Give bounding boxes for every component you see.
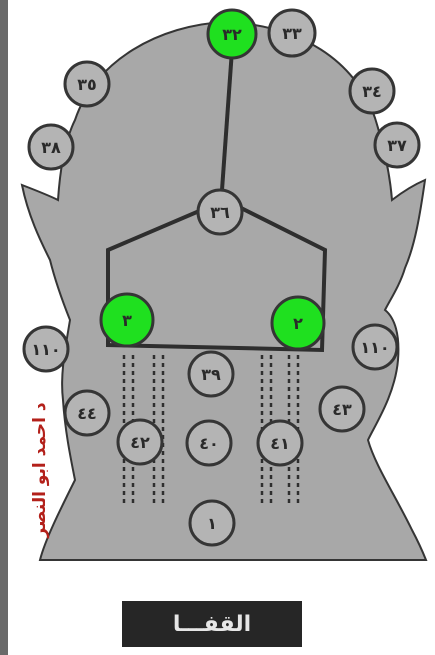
point-marker: ٢ — [272, 297, 324, 349]
point-label: ٣٧ — [387, 136, 407, 155]
point-label: ٣٩ — [201, 365, 221, 384]
point-marker: ٤١ — [258, 421, 302, 465]
point-marker: ١١٠ — [24, 327, 68, 371]
point-marker: ٤٤ — [65, 391, 109, 435]
point-label: ٣٤ — [362, 82, 382, 101]
point-marker: ٣٢ — [208, 10, 256, 58]
point-marker: ٣٤ — [350, 69, 394, 113]
point-label: ١١٠ — [360, 338, 389, 357]
point-marker: ١١٠ — [353, 325, 397, 369]
point-marker: ١ — [190, 501, 234, 545]
point-label: ٣٢ — [222, 25, 242, 44]
point-label: ٣٦ — [210, 203, 230, 222]
point-marker: ٣٩ — [189, 352, 233, 396]
point-marker: ٣٣ — [269, 10, 315, 56]
point-marker: ٣٧ — [375, 123, 419, 167]
point-label: ١١٠ — [31, 340, 60, 359]
point-marker: ٣٦ — [198, 190, 242, 234]
author-credit: د احمد ابو النصر — [25, 370, 55, 570]
point-label: ٣٣ — [282, 24, 302, 43]
point-marker: ٤٠ — [187, 421, 231, 465]
point-label: ٣٨ — [41, 138, 61, 157]
point-label: ٤٢ — [130, 433, 150, 452]
point-label: ٤٣ — [332, 400, 352, 419]
point-label: ٣ — [122, 311, 132, 330]
point-marker: ٣ — [101, 294, 153, 346]
point-label: ٣٥ — [77, 75, 97, 94]
point-marker: ٤٢ — [118, 420, 162, 464]
point-label: ٤٠ — [199, 434, 219, 453]
caption-label: القفـــا — [122, 601, 302, 647]
point-label: ٤٤ — [77, 404, 97, 423]
point-marker: ٣٨ — [29, 125, 73, 169]
point-label: ٢ — [293, 314, 303, 333]
point-label: ٤١ — [270, 434, 290, 453]
point-marker: ٤٣ — [320, 387, 364, 431]
point-marker: ٣٥ — [65, 62, 109, 106]
point-label: ١ — [207, 514, 217, 533]
